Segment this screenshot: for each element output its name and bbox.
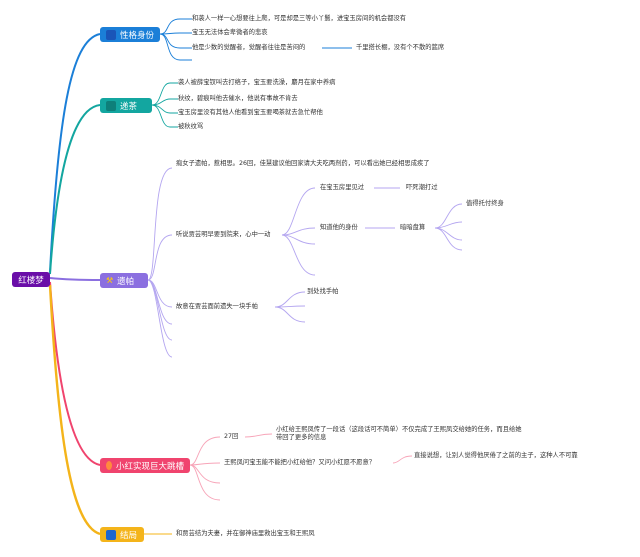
branch-personality[interactable]: 性格身份 (100, 27, 160, 42)
leaf-text: 吓死潮打过 (406, 184, 438, 191)
blue-square-icon (106, 29, 116, 40)
branch-label: 小红实现巨大跳槽 (115, 461, 184, 472)
leaf-text: 直接说想，让别人觉得他厌倦了之前的主子，这种人不可靠 (414, 452, 578, 459)
branch-career-jump[interactable]: 小红实现巨大跳槽 (100, 458, 190, 473)
leaf-text: 痴女子遗帕，惹相思。26回，佳慧建议他回家请大夫吃两剂药，可以看出她已经相思成疾… (176, 160, 430, 167)
leaf-text: 千里搭长棚，没有个不散的筵席 (356, 44, 445, 51)
leaf-text: 在宝玉房里见过 (320, 184, 365, 191)
leaf-text: 和袭人一样一心想要往上爬，可是却是三等小丫鬟，进宝玉房间的机会都没有 (192, 15, 407, 22)
branch-tea[interactable]: 递茶 (100, 98, 152, 113)
root-label: 红楼梦 (18, 275, 44, 286)
leaf-text: 王熙凤问宝玉能不能把小红给他？又问小红愿不愿意？ (224, 459, 376, 466)
branch-label: 遗帕 (117, 276, 135, 287)
leaf-text: 听说贾芸明早要到院来，心中一动 (176, 231, 271, 238)
red-dot-icon (106, 461, 112, 470)
branch-label: 递茶 (120, 101, 138, 112)
leaf-text: 秋纹，碧痕叫他去催水，他说有事故不肯去 (178, 95, 298, 102)
branch-ending[interactable]: 结局 (100, 527, 144, 542)
leaf-text: 他是少数的觉醒者，觉醒者往往是苦闷的 (192, 44, 306, 51)
leaf-text: 到处找手帕 (307, 288, 339, 295)
branch-label: 性格身份 (119, 30, 154, 41)
blue-square-icon (106, 529, 116, 540)
leaf-text: 宝玉无法体会卑微者的悲哀 (192, 29, 268, 36)
leaf-text: 知道他的身份 (320, 224, 358, 231)
leaf-text: 宝玉房里没有其他人他看到宝玉要喝茶就去急忙帮他 (178, 109, 323, 116)
leaf-text: 袭人被薛宝钗叫去打络子，宝玉要洗澡，麝月在家中养病 (178, 79, 336, 86)
leaf-text: 故意在贾芸面前遗失一块手帕 (176, 303, 258, 310)
branch-handkerchief[interactable]: ⚒ 遗帕 (100, 273, 148, 288)
hammer-icon: ⚒ (106, 276, 114, 285)
branch-label: 结局 (120, 530, 138, 541)
leaf-text: 和贾芸结为夫妻，并在御神庙里救出宝玉和王熙凤 (176, 530, 315, 537)
leaf-text: 值得托付终身 (466, 200, 504, 207)
leaf-text: 小红给王熙凤传了一段话（这段话可不简单）不仅完成了王熙凤交给她的任务，而且给她带… (276, 426, 522, 441)
leaf-text: 27回 (224, 433, 239, 440)
teal-square-icon (106, 100, 116, 111)
leaf-text: 被秋纹骂 (178, 123, 204, 130)
leaf-text: 暗暗盘算 (400, 224, 426, 231)
root-node[interactable]: 红楼梦 (12, 272, 50, 287)
